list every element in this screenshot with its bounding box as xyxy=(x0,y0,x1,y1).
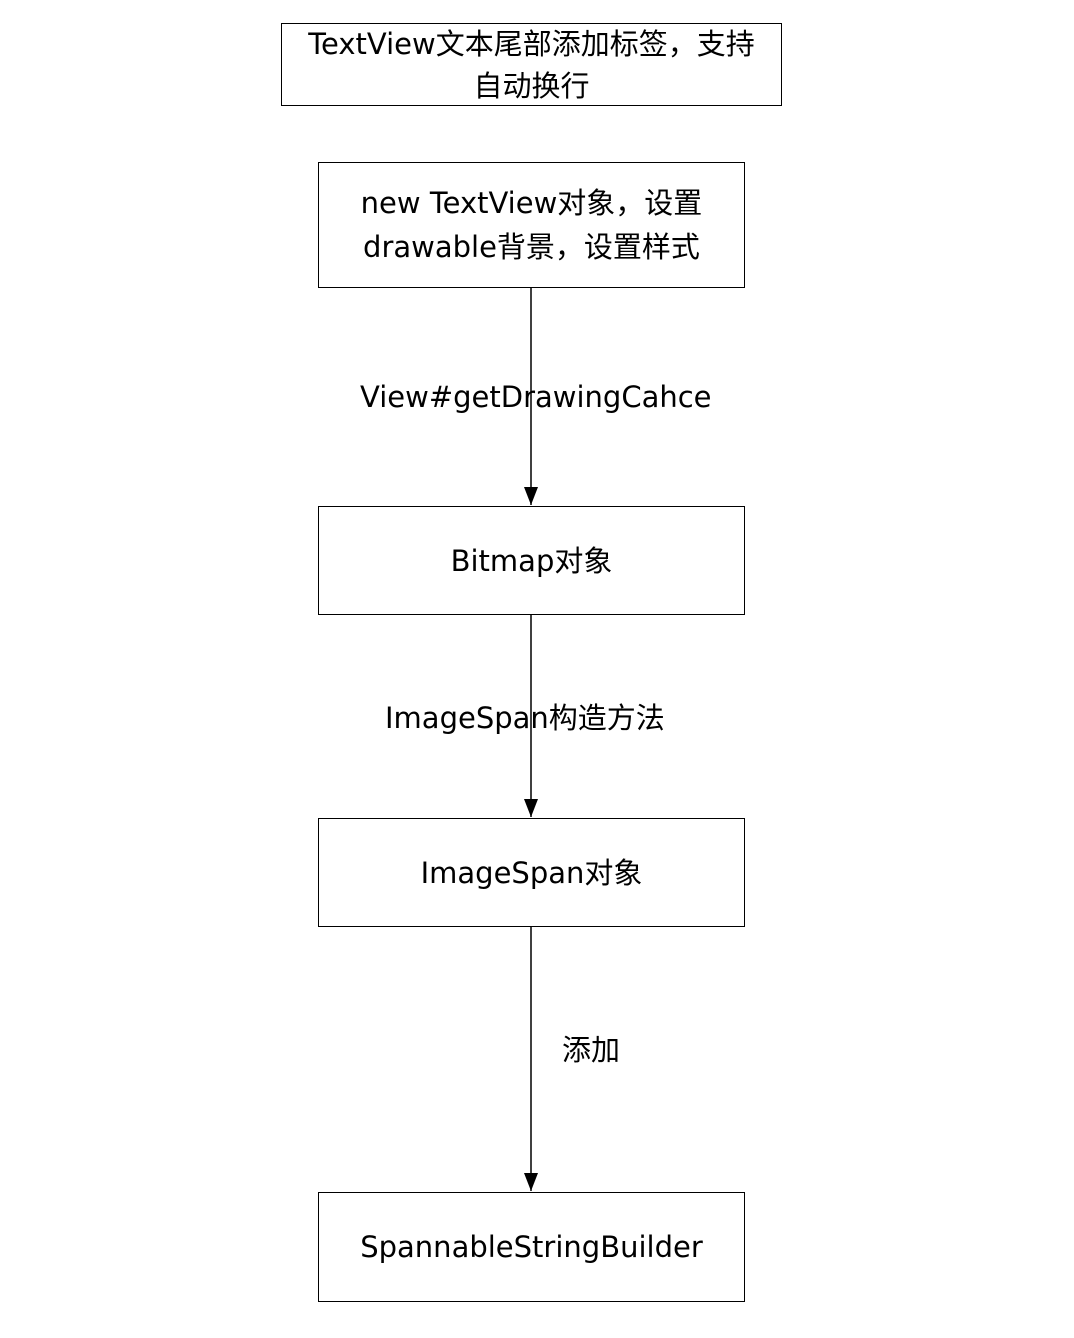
arrowhead-3 xyxy=(524,1173,538,1191)
arrowhead-2 xyxy=(524,799,538,817)
diagram-title-box: TextView文本尾部添加标签，支持 自动换行 xyxy=(281,23,782,106)
diagram-title-line-2: 自动换行 xyxy=(473,68,590,103)
node-textview-line-1: new TextView对象，设置 xyxy=(360,186,703,220)
node-imagespan-label: ImageSpan对象 xyxy=(420,855,643,890)
edge-label-add: 添加 xyxy=(562,1033,621,1067)
node-spannable-string-builder: SpannableStringBuilder xyxy=(318,1192,745,1302)
node-imagespan: ImageSpan对象 xyxy=(318,818,745,927)
node-bitmap-label: Bitmap对象 xyxy=(450,543,613,578)
node-builder-label: SpannableStringBuilder xyxy=(360,1230,703,1264)
diagram-title-line-1: TextView文本尾部添加标签，支持 xyxy=(308,26,755,61)
edge-label-imagespan-constructor: ImageSpan构造方法 xyxy=(385,701,665,735)
node-bitmap: Bitmap对象 xyxy=(318,506,745,615)
edge-label-get-drawing-cache: View#getDrawingCahce xyxy=(360,380,712,414)
node-textview-line-2: drawable背景，设置样式 xyxy=(363,230,700,264)
node-textview: new TextView对象，设置 drawable背景，设置样式 xyxy=(318,162,745,288)
arrowhead-1 xyxy=(524,487,538,505)
